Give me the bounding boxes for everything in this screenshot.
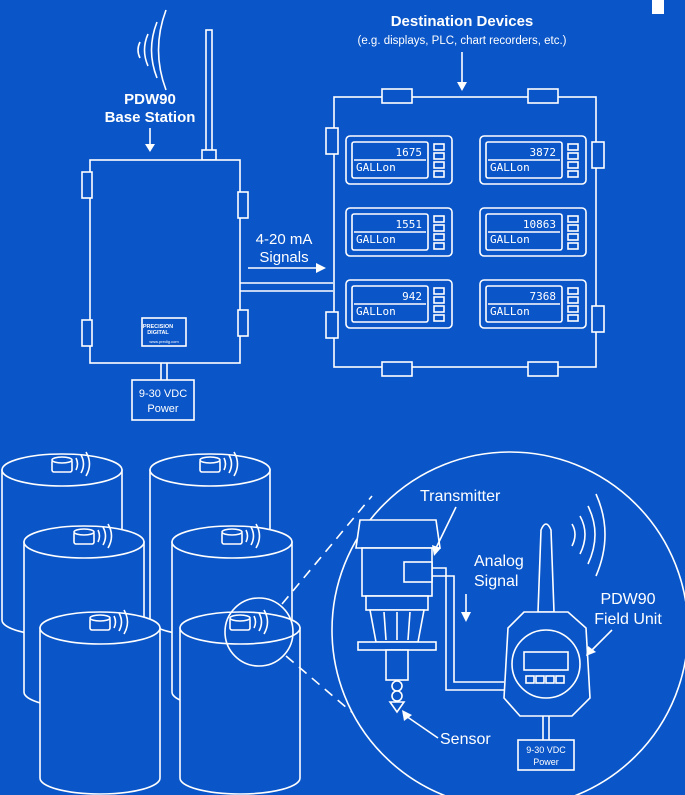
- field-power-line2: Power: [533, 757, 559, 767]
- meter-unit: GALLon: [356, 305, 396, 318]
- meter-unit: GALLon: [356, 161, 396, 174]
- base-power-line1: 9-30 VDC: [139, 388, 187, 400]
- base-enclosure: [89, 159, 241, 364]
- analog-signal-line2: Signal: [474, 573, 518, 590]
- base-label-plate: [141, 317, 187, 347]
- meter-unit: GALLon: [490, 161, 530, 174]
- meter-unit: GALLon: [490, 233, 530, 246]
- meter-grid: 1675GALLon3872GALLon1551GALLon10863GALLo…: [345, 135, 587, 329]
- destination-title: Destination Devices: [391, 13, 534, 30]
- brand-line1: PRECISION: [143, 324, 173, 330]
- tank-array: [1, 451, 301, 795]
- meter-value: 1675: [396, 146, 423, 159]
- base-power-box: [131, 379, 195, 421]
- sensor-label: Sensor: [440, 731, 491, 748]
- tank: [39, 609, 161, 795]
- base-station: PDW90 Base Station PRECISION DIGITAL www…: [81, 9, 249, 421]
- zoom-source-circle: [224, 597, 294, 667]
- meter-value: 10863: [523, 218, 556, 231]
- brand-website: www.predig.com: [149, 339, 179, 344]
- meter-unit: GALLon: [490, 305, 530, 318]
- signals-line1: 4-20 mA: [256, 231, 313, 248]
- field-power-line1: 9-30 VDC: [526, 745, 566, 755]
- meter-value: 3872: [530, 146, 557, 159]
- destination-devices: Destination Devices (e.g. displays, PLC,…: [325, 13, 605, 377]
- field-unit: PDW90 Field Unit 9-30 VDC Power: [503, 493, 662, 771]
- base-antenna: [205, 29, 213, 155]
- field-antenna: [537, 523, 555, 613]
- signal-cables: 4-20 mA Signals: [240, 231, 333, 292]
- field-unit-line1: PDW90: [600, 591, 655, 608]
- corner-marker: [652, 0, 664, 14]
- transmitter: Transmitter: [355, 488, 501, 714]
- meter-unit: GALLon: [356, 233, 396, 246]
- tank: [179, 609, 301, 795]
- base-power-line2: Power: [147, 403, 179, 415]
- analog-signal-line1: Analog: [474, 553, 524, 570]
- meter-value: 1551: [396, 218, 423, 231]
- field-unit-line2: Field Unit: [594, 611, 662, 628]
- meter-value: 7368: [530, 290, 557, 303]
- base-station-subtitle: Base Station: [105, 109, 196, 126]
- field-detail: Transmitter Analog Signal PDW90 Field: [355, 488, 662, 771]
- signals-line2: Signals: [259, 249, 308, 266]
- transmitter-label: Transmitter: [420, 488, 501, 505]
- base-station-title: PDW90: [124, 91, 176, 108]
- field-power-box: [517, 739, 575, 771]
- meter-value: 942: [402, 290, 422, 303]
- brand-line2: DIGITAL: [147, 330, 169, 336]
- destination-subtitle: (e.g. displays, PLC, chart recorders, et…: [358, 35, 567, 47]
